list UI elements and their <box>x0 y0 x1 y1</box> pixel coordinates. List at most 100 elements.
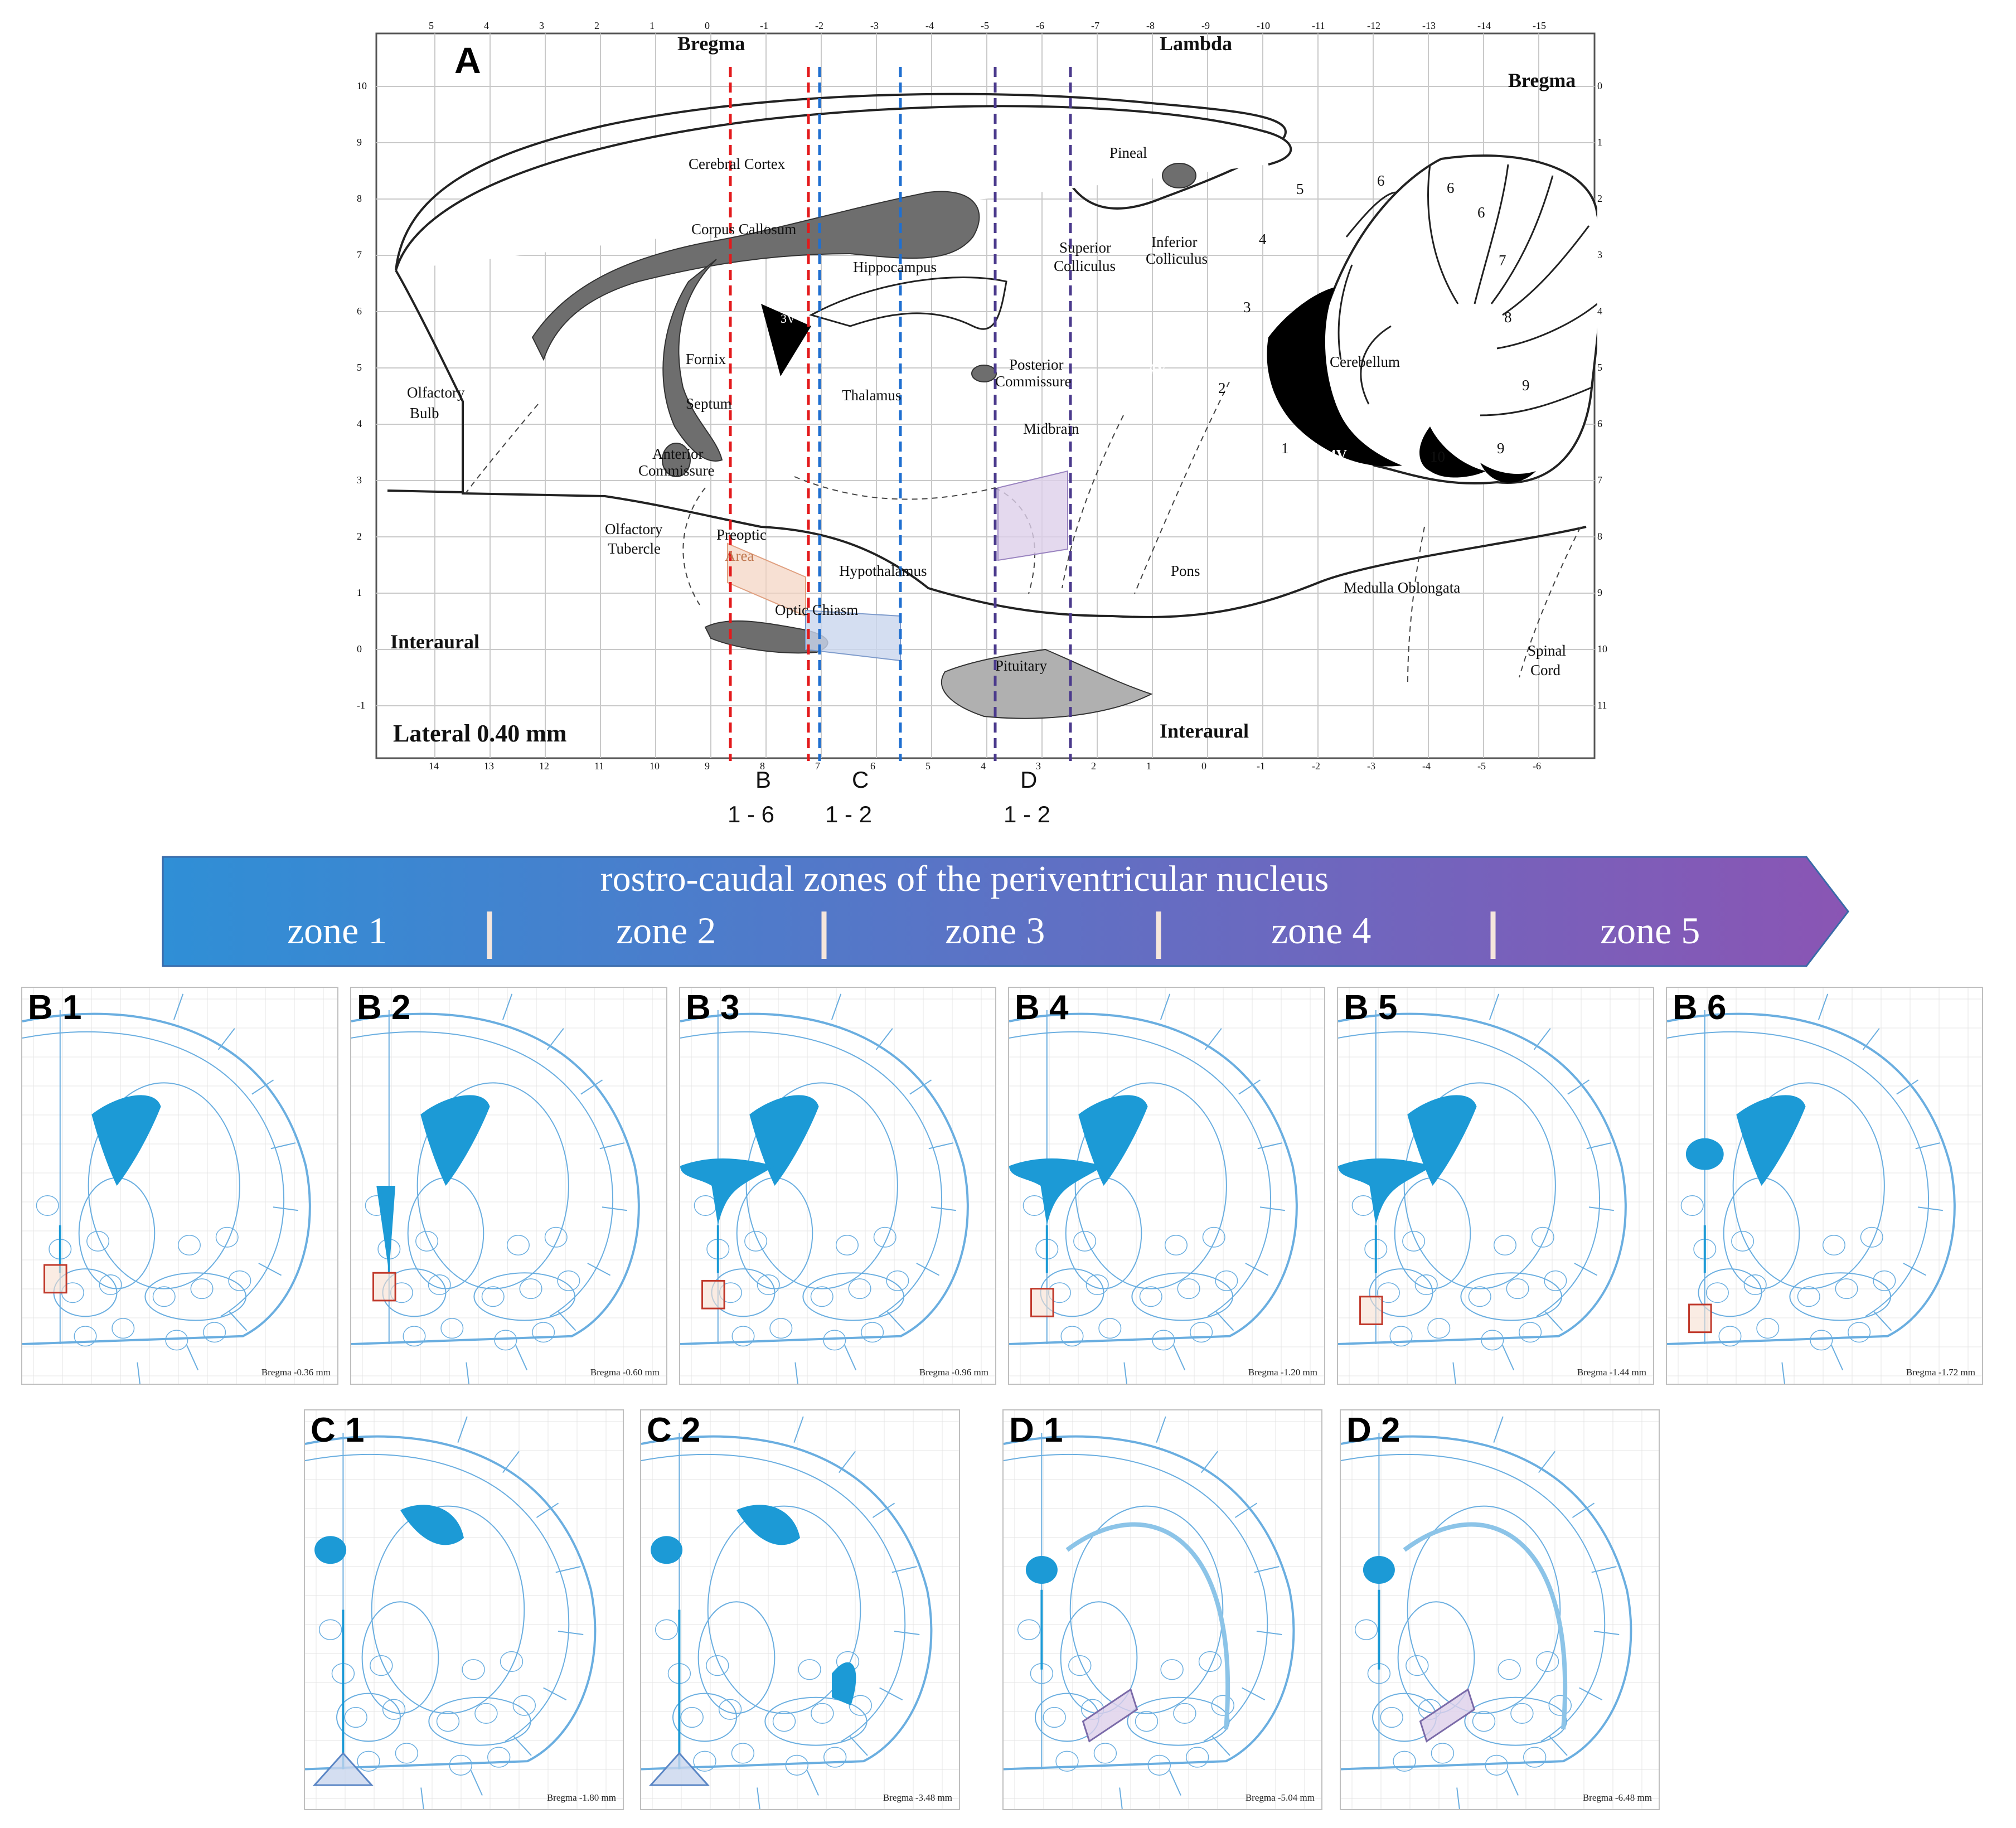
tick-label: 7 <box>357 249 362 260</box>
tick-label: -10 <box>1257 20 1270 31</box>
tick-label: -3 <box>870 20 879 31</box>
slice-label: B 5 <box>1344 988 1398 1027</box>
zone-3-label: zone 3 <box>945 909 1045 952</box>
tick-label: 5 <box>429 20 434 31</box>
slice-bregma-label: Bregma -0.60 mm <box>590 1367 660 1378</box>
tick-label: -14 <box>1477 20 1491 31</box>
tick-label: 3 <box>1597 249 1602 260</box>
tick-label: 4 <box>484 20 489 31</box>
tick-label: 10 <box>1597 643 1607 654</box>
bregma-right-label: Bregma <box>1508 69 1576 91</box>
zone-5-label: zone 5 <box>1600 909 1700 952</box>
region-medulla: Medulla Oblongata <box>1344 579 1461 596</box>
tick-label: 6 <box>357 306 362 317</box>
lobule-8: 8 <box>1504 309 1512 326</box>
coronal-slice: B 4 Bregma -1.20 mm <box>1008 987 1325 1385</box>
region-fornix: Fornix <box>686 351 726 367</box>
region-posterior-commissure-2: Commissure <box>995 373 1072 390</box>
range-label-b: B <box>755 767 772 793</box>
slice-bregma-label: Bregma -3.48 mm <box>883 1792 952 1803</box>
zone-banner: rostro-caudal zones of the periventricul… <box>162 856 1851 967</box>
range-c-values: 1 - 2 <box>825 801 873 827</box>
tick-label: 1 <box>1146 760 1151 772</box>
tick-label: -13 <box>1422 20 1436 31</box>
region-inferior-colliculus-1: Inferior <box>1151 234 1198 250</box>
lobule-4: 4 <box>1259 231 1267 248</box>
tick-label: -15 <box>1533 20 1546 31</box>
slice-label: B 1 <box>28 988 82 1027</box>
coronal-slice: D 2 Bregma -6.48 mm <box>1340 1409 1660 1810</box>
zone-2-label: zone 2 <box>616 909 716 952</box>
tick-label: 1 <box>650 20 655 31</box>
tick-label: -6 <box>1036 20 1044 31</box>
lobule-6c: 6 <box>1477 204 1485 221</box>
tick-label: 2 <box>1091 760 1096 772</box>
tick-label: 11 <box>1597 700 1607 711</box>
bregma-top-label: Bregma <box>677 32 745 55</box>
zone-4-label: zone 4 <box>1271 909 1372 952</box>
region-4v-b: 4V <box>1329 447 1347 463</box>
slice-label: C 2 <box>647 1411 701 1449</box>
lobule-5: 5 <box>1296 181 1304 197</box>
slice-label: B 4 <box>1015 988 1069 1027</box>
lobule-9b: 9 <box>1497 440 1505 457</box>
tick-label: 0 <box>705 20 710 31</box>
tick-label: 7 <box>1597 474 1602 486</box>
region-superior-colliculus-1: Superior <box>1059 239 1111 256</box>
tick-label: 2 <box>1597 193 1602 204</box>
slice-bregma-label: Bregma -1.72 mm <box>1906 1367 1975 1378</box>
tick-label: 4 <box>1597 306 1602 317</box>
region-olfactory-bulb-1: Olfactory <box>407 384 465 401</box>
tick-label: -4 <box>1422 760 1431 772</box>
slice-label: D 2 <box>1346 1411 1400 1449</box>
tick-label: -3 <box>1367 760 1375 772</box>
coronal-slice: C 2 Bregma -3.48 mm <box>640 1409 960 1810</box>
tick-label: 12 <box>539 760 549 772</box>
zone-1-label: zone 1 <box>287 909 387 952</box>
tick-label: 5 <box>1597 362 1602 373</box>
slice-bregma-label: Bregma -0.36 mm <box>261 1367 331 1378</box>
lobule-3: 3 <box>1243 299 1251 316</box>
region-superior-colliculus-2: Colliculus <box>1054 258 1116 274</box>
lateral-label: Lateral 0.40 mm <box>393 720 567 747</box>
tick-label: -6 <box>1533 760 1541 772</box>
region-inferior-colliculus-2: Colliculus <box>1146 250 1208 267</box>
region-olfactory-tubercle-2: Tubercle <box>608 540 661 557</box>
tick-label: 0 <box>1201 760 1206 772</box>
region-4v-a: 4V <box>1148 360 1167 377</box>
lobule-7: 7 <box>1499 252 1506 269</box>
tick-label: 1 <box>357 587 362 598</box>
region-cerebellum: Cerebellum <box>1330 353 1400 370</box>
region-olfactory-tubercle-1: Olfactory <box>605 521 663 537</box>
region-septum: Septum <box>686 395 732 412</box>
lobule-9a: 9 <box>1522 377 1530 394</box>
region-posterior-commissure-1: Posterior <box>1009 356 1064 373</box>
coronal-slice: B 5 Bregma -1.44 mm <box>1337 987 1654 1385</box>
slice-bregma-label: Bregma -1.44 mm <box>1577 1367 1646 1378</box>
tick-label: 6 <box>1597 418 1602 429</box>
tick-label: 8 <box>357 193 362 204</box>
lambda-label: Lambda <box>1160 32 1233 55</box>
slice-bregma-label: Bregma -1.20 mm <box>1248 1367 1317 1378</box>
tick-label: 13 <box>484 760 494 772</box>
region-preoptic-2: Area <box>725 547 754 564</box>
region-corpus-callosum: Corpus Callosum <box>691 221 797 237</box>
range-b-values: 1 - 6 <box>728 801 775 827</box>
tick-label: 2 <box>357 531 362 542</box>
tick-label: 1 <box>1597 137 1602 148</box>
tick-label: 9 <box>357 137 362 148</box>
tick-label: -11 <box>1312 20 1325 31</box>
tick-label: 7 <box>815 760 820 772</box>
tick-label: -9 <box>1201 20 1210 31</box>
tick-label: -7 <box>1091 20 1099 31</box>
panel-a-label: A <box>454 40 481 81</box>
slice-bregma-label: Bregma -6.48 mm <box>1582 1792 1652 1803</box>
tick-label: 3 <box>357 474 362 486</box>
region-optic-chiasm: Optic Chiasm <box>775 602 859 618</box>
region-cerebral-cortex: Cerebral Cortex <box>689 156 786 172</box>
tick-label: 4 <box>357 418 362 429</box>
tick-label: -1 <box>760 20 768 31</box>
